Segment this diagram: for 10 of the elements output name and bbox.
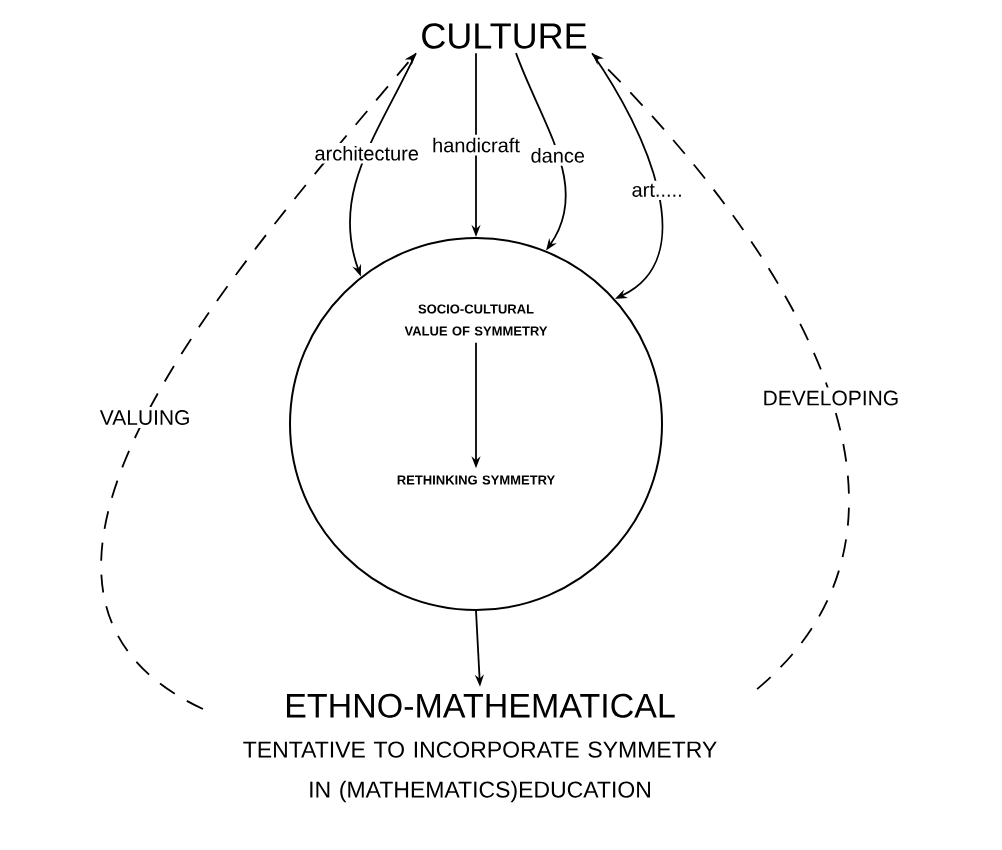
edge-label: architecture bbox=[315, 145, 419, 161]
arrow bbox=[591, 52, 664, 299]
edge-label: VALUING bbox=[99, 410, 189, 425]
result-text: ETHNO-MATHEMATICAL TENTATIVE TO INCORPORATE SYMMETRY IN (MATHEMATICS)EDUCATION bbox=[243, 693, 717, 803]
edge-label: handicraft bbox=[433, 137, 520, 153]
edge-label: art..... bbox=[632, 183, 681, 197]
circle bbox=[289, 237, 663, 611]
edge-label: DEVELOPING bbox=[764, 390, 898, 406]
edge-label: dance bbox=[531, 148, 585, 163]
heading-text: CULTURE bbox=[422, 23, 587, 49]
